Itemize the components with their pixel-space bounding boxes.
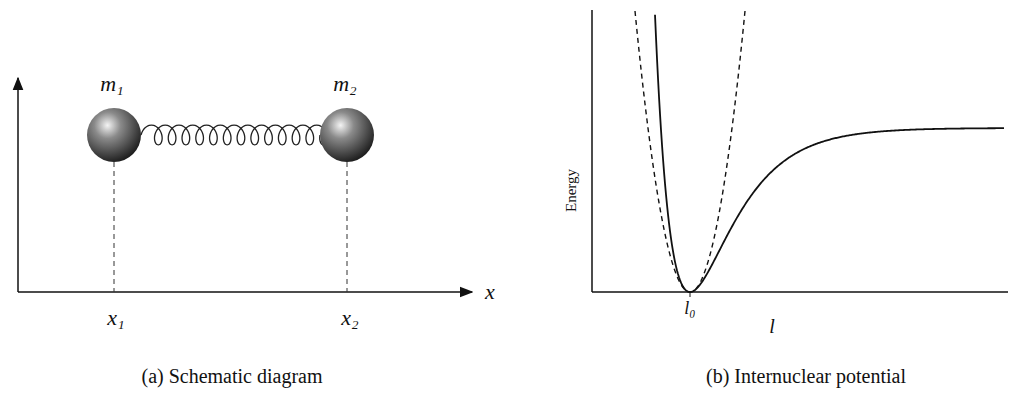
position-line — [114, 162, 115, 292]
mass-sphere — [320, 108, 374, 162]
caption: (a) Schematic diagram — [141, 366, 322, 386]
spring — [141, 125, 327, 145]
y-axis — [17, 78, 19, 292]
x-axis — [18, 291, 472, 293]
morse-curve — [655, 15, 1004, 292]
energy-axis — [591, 10, 593, 292]
mass-label: m₁ — [100, 73, 124, 95]
position-line — [347, 162, 348, 292]
axis-label: Energy — [564, 168, 579, 211]
position-label: x₂ — [341, 307, 358, 329]
position-label: x₁ — [107, 307, 124, 329]
harmonic-curve — [635, 11, 745, 292]
tick-label: l₀ — [684, 299, 695, 317]
caption: (b) Internuclear potential — [706, 366, 906, 386]
mass-sphere — [87, 108, 141, 162]
axis-label: x — [485, 281, 495, 303]
mass-label: m₂ — [333, 73, 357, 95]
distance-axis — [592, 291, 1008, 293]
axis-label: l — [769, 316, 775, 336]
